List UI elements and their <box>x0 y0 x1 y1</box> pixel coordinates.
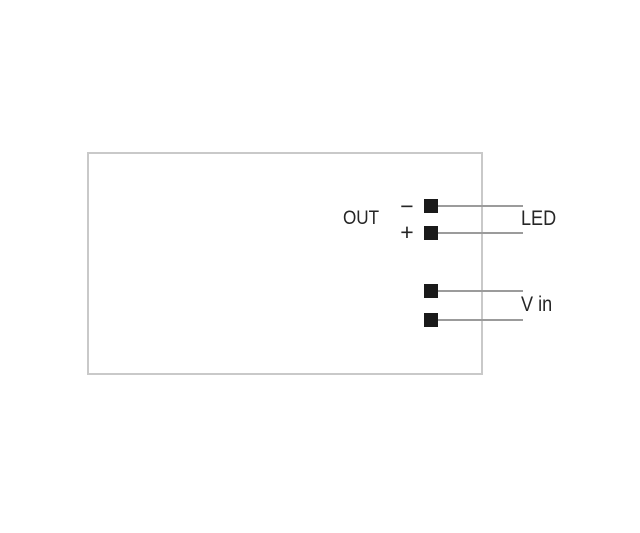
terminal-pad-vin-bottom <box>424 313 438 327</box>
wire-out-minus-to-led <box>438 205 523 207</box>
wire-vin-bottom <box>438 319 523 321</box>
wire-vin-top <box>438 290 523 292</box>
minus-polarity-sign: − <box>400 193 414 219</box>
plus-polarity-sign: + <box>400 219 414 245</box>
terminal-pad-out-minus <box>424 199 438 213</box>
device-outline <box>87 152 483 375</box>
out-label: OUT <box>343 208 380 229</box>
terminal-pad-out-plus <box>424 226 438 240</box>
terminal-pad-vin-top <box>424 284 438 298</box>
wire-out-plus-to-led <box>438 232 523 234</box>
vin-label: V in <box>521 293 553 316</box>
led-label: LED <box>521 207 557 230</box>
